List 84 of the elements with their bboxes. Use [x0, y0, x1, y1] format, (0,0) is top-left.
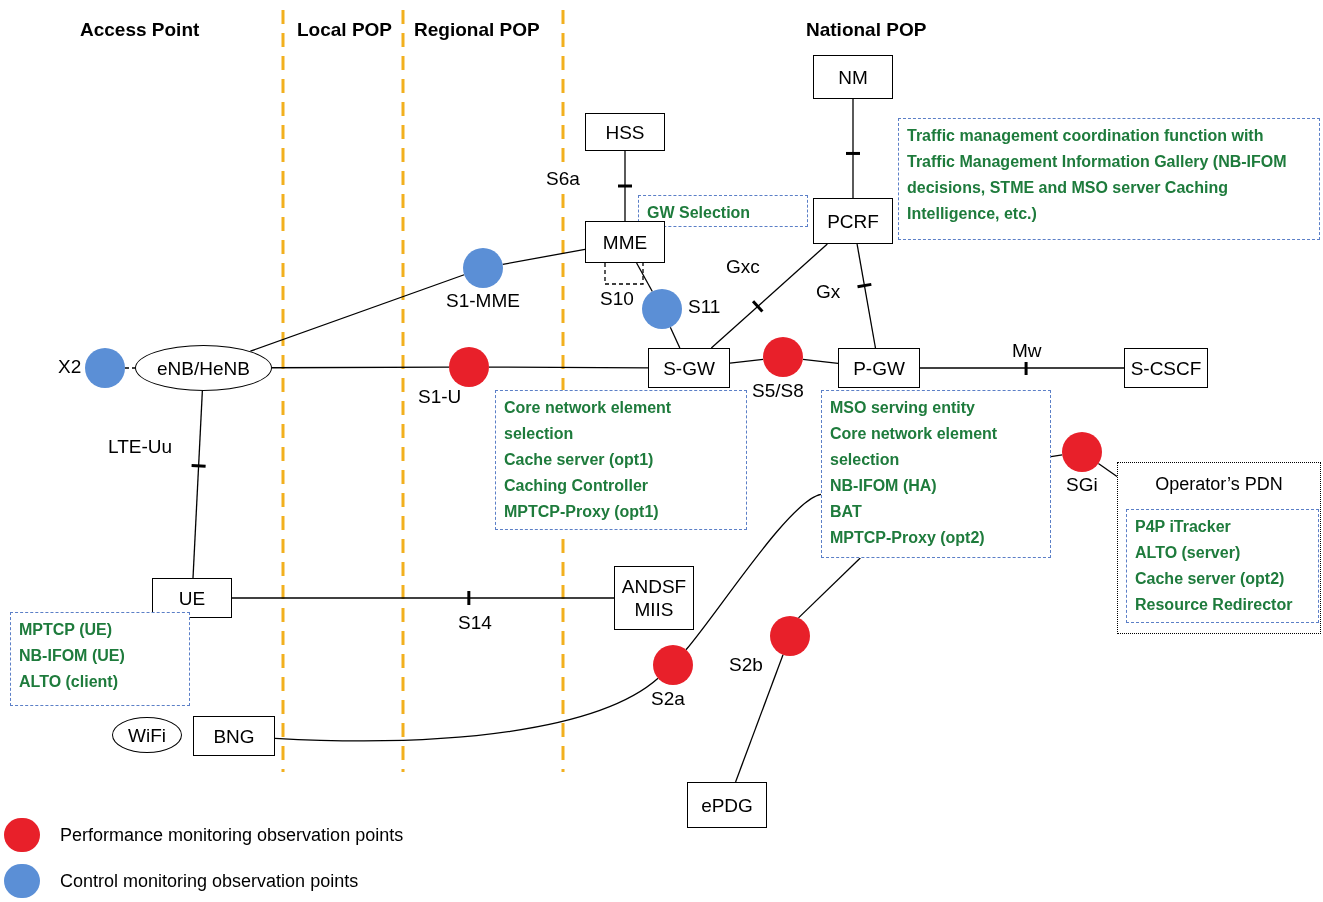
function-item: NB-IFOM (UE)	[19, 646, 126, 666]
connector-line	[488, 366, 649, 369]
function-list-box	[898, 118, 1320, 240]
connector-line	[802, 358, 839, 364]
connector-line	[192, 390, 203, 579]
network-element-box	[614, 566, 694, 630]
network-element-box	[152, 578, 232, 618]
interface-label: S2a	[651, 688, 685, 710]
function-list-box	[821, 390, 1051, 558]
network-element-box	[1124, 348, 1208, 388]
function-item: NB-IFOM (HA)	[830, 476, 938, 496]
network-element-box	[648, 348, 730, 388]
connector-line	[604, 262, 644, 285]
element-label: UE	[177, 586, 207, 610]
function-item: Caching Controller	[504, 476, 649, 496]
function-item: Cache server (opt2)	[1135, 569, 1286, 589]
function-item: MPTCP (UE)	[19, 620, 114, 640]
element-label: S-CSCF	[1129, 356, 1203, 380]
function-list-box	[10, 612, 190, 706]
connector-line	[231, 597, 615, 599]
function-item: MPTCP-Proxy (opt1)	[504, 502, 660, 522]
element-label: BNG	[212, 724, 256, 748]
function-item: P4P iTracker	[1135, 517, 1232, 537]
legend-label: Performance monitoring observation points	[60, 823, 404, 847]
connector-line	[919, 367, 1125, 369]
network-area-box	[1117, 462, 1321, 634]
connector-line	[624, 150, 626, 222]
element-label: HSS	[604, 120, 646, 144]
network-element-ellipse	[112, 717, 182, 753]
interface-label: X2	[58, 356, 82, 378]
interface-label: S2b	[729, 654, 763, 676]
function-item: ALTO (client)	[19, 672, 119, 692]
element-label: P-GW	[852, 356, 906, 380]
element-label: PCRF	[826, 209, 880, 233]
legend-label: Control monitoring observation points	[60, 869, 359, 893]
interface-label: S11	[688, 296, 721, 318]
network-element-box	[193, 716, 275, 756]
function-item: MSO serving entity	[830, 398, 976, 418]
interface-label: S1-U	[418, 386, 462, 408]
area-title: Operator’s PDN	[1154, 473, 1284, 496]
function-item: Core network element selection	[504, 398, 673, 444]
function-item: BAT	[830, 502, 863, 522]
connector-line	[274, 677, 659, 742]
element-label: WiFi	[127, 723, 167, 747]
function-item: Cache server (opt1)	[504, 450, 655, 470]
connector-line	[852, 98, 854, 199]
function-item: GW Selection	[647, 203, 752, 223]
element-label: ANDSF MIIS	[620, 575, 688, 621]
connector-line	[249, 274, 465, 352]
element-label: NM	[837, 65, 869, 89]
connector-line	[729, 358, 764, 364]
connector-line	[797, 557, 861, 619]
interface-label: SGi	[1066, 474, 1098, 496]
connector-line	[669, 326, 681, 349]
connector-line	[1097, 462, 1118, 478]
connector-line	[502, 248, 586, 266]
connector-line	[271, 366, 450, 369]
function-list-box	[495, 390, 747, 530]
element-label: MME	[601, 230, 649, 254]
network-element-box	[585, 221, 665, 263]
function-item: MPTCP-Proxy (opt2)	[830, 528, 986, 548]
connector-line	[685, 493, 822, 651]
function-list-box	[638, 195, 808, 227]
element-label: ePDG	[700, 793, 754, 817]
element-label: eNB/HeNB	[156, 356, 251, 380]
network-element-box	[813, 198, 893, 244]
connector-line	[124, 367, 136, 369]
connector-line	[734, 654, 784, 783]
network-element-box	[687, 782, 767, 828]
function-item: Traffic management coordination function with Traffic Management Information Gallery (NB-IFOM decisions, STME and MSO server Caching Intelligence, etc.)	[907, 126, 1288, 224]
network-element-box	[813, 55, 893, 99]
element-label: S-GW	[662, 356, 716, 380]
connector-line	[635, 262, 653, 293]
network-element-box	[585, 113, 665, 151]
connector-line	[1050, 454, 1063, 458]
function-item: ALTO (server)	[1135, 543, 1242, 563]
interface-label: S1-MME	[446, 290, 520, 312]
network-element-box	[838, 348, 920, 388]
connector-line	[856, 243, 877, 349]
function-item: Resource Redirector	[1135, 595, 1294, 615]
connector-line	[710, 243, 828, 349]
function-list-box	[1126, 509, 1319, 623]
interface-label: S5/S8	[752, 380, 804, 402]
function-item: Core network element selection	[830, 424, 999, 470]
